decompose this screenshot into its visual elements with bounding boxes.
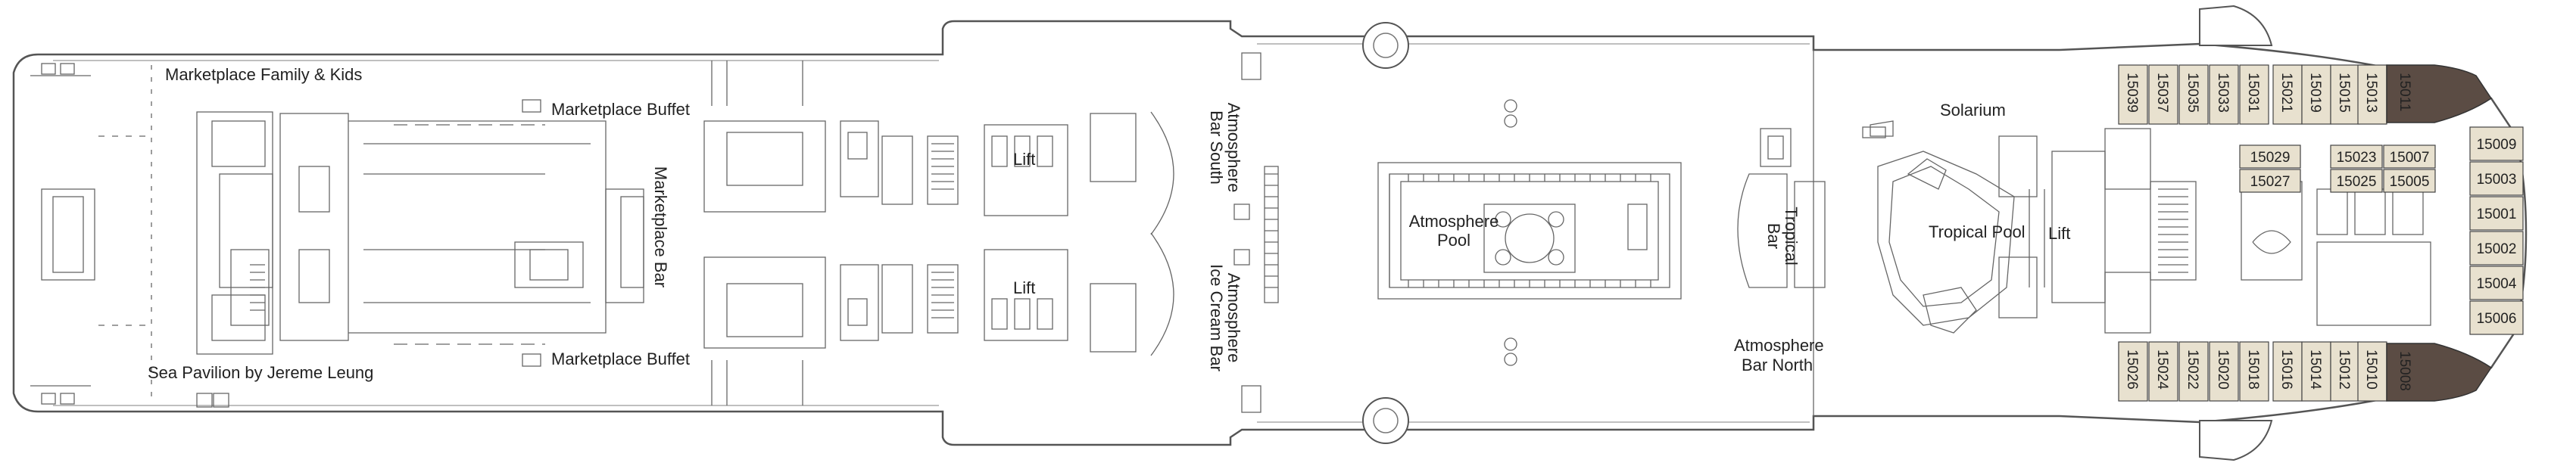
cabin-number: 15031 [2245, 73, 2261, 113]
label-marketplace-buffet-top: Marketplace Buffet [551, 100, 690, 119]
cabin-number: 15023 [2337, 150, 2377, 166]
marketplace-interior [196, 99, 644, 408]
cabin-15026[interactable] [2118, 341, 2148, 402]
cabin-number: 15026 [2124, 350, 2140, 390]
cabin-15023[interactable] [2330, 144, 2383, 169]
label-lift-aft: Lift [2048, 224, 2070, 243]
label-atmosphere-bar-north-1: Atmosphere [1734, 336, 1824, 355]
label-marketplace-family-kids: Marketplace Family & Kids [165, 65, 362, 84]
label-tropical-bar-1: Tropical [1782, 207, 1801, 265]
outer-deck-line [53, 43, 1810, 423]
cabin-number: 15006 [2477, 311, 2517, 327]
cabin-15035[interactable] [2178, 64, 2209, 125]
label-atmosphere-bar-south-2: Bar South [1207, 110, 1226, 185]
cabin-number: 15018 [2245, 350, 2261, 390]
aft-area [30, 63, 152, 405]
cabins-bow-column: 15009 15003 15001 15002 15004 15006 [2469, 126, 2524, 335]
cabins-inner-block: 15029 15027 15023 15025 15007 15005 [2239, 144, 2436, 193]
cabin-number: 15024 [2154, 350, 2170, 390]
cabin-number: 15013 [2363, 73, 2379, 113]
cabin-number: 15016 [2278, 350, 2294, 390]
suite-label-15011: 15011 [2397, 73, 2412, 111]
cabin-number: 15004 [2477, 276, 2517, 292]
cabin-15018[interactable] [2239, 341, 2269, 402]
cabin-15005[interactable] [2383, 169, 2436, 193]
cabin-15022[interactable] [2178, 341, 2209, 402]
cabin-15031[interactable] [2239, 64, 2269, 125]
cabin-number: 15035 [2185, 73, 2200, 113]
label-atmosphere-pool-2: Pool [1437, 231, 1470, 250]
label-atmosphere-ice-cream-1: Atmosphere [1224, 273, 1243, 363]
cabin-number: 15029 [2250, 150, 2291, 166]
cabin-15010[interactable] [2357, 341, 2387, 402]
cabin-number: 15039 [2124, 73, 2140, 113]
label-lift-top: Lift [1013, 150, 1035, 169]
label-tropical-bar-2: Bar [1764, 223, 1783, 249]
label-atmosphere-bar-south-1: Atmosphere [1224, 103, 1243, 193]
bow-tip-upper [2199, 5, 2273, 46]
cabin-15020[interactable] [2209, 341, 2239, 402]
cabin-15003[interactable] [2469, 161, 2524, 196]
suite-15011[interactable] [2386, 64, 2493, 123]
cabin-number: 15002 [2477, 241, 2517, 257]
cabin-15002[interactable] [2469, 231, 2524, 266]
cabin-number: 15019 [2307, 73, 2323, 113]
cabins-top-row: 15039 15037 15035 15033 15031 15021 15019 15015… [2118, 64, 2387, 125]
label-atmosphere-ice-cream-2: Ice Cream Bar [1207, 264, 1226, 371]
label-lift-bottom: Lift [1013, 278, 1035, 297]
cabin-15021[interactable] [2272, 64, 2303, 125]
cabin-number: 15007 [2390, 150, 2430, 166]
cabin-number: 15010 [2363, 350, 2379, 390]
label-marketplace-buffet-bottom: Marketplace Buffet [551, 350, 690, 368]
label-atmosphere-pool-1: Atmosphere [1409, 212, 1499, 231]
cabin-15039[interactable] [2118, 64, 2148, 125]
cabin-15016[interactable] [2272, 341, 2303, 402]
cabin-15012[interactable] [2330, 341, 2360, 402]
cabin-number: 15020 [2215, 350, 2231, 390]
cabin-number: 15003 [2477, 172, 2517, 188]
cabin-15007[interactable] [2383, 144, 2436, 169]
funnel-bottom [1362, 397, 1409, 444]
cabin-number: 15037 [2154, 73, 2170, 113]
cabin-15015[interactable] [2330, 64, 2360, 125]
cabin-number: 15025 [2337, 174, 2377, 190]
cabin-number: 15027 [2250, 174, 2291, 190]
suite-label-15008: 15008 [2397, 351, 2412, 391]
cabin-15033[interactable] [2209, 64, 2239, 125]
suite-15008[interactable] [2386, 343, 2493, 402]
cabin-15019[interactable] [2301, 64, 2331, 125]
cabin-number: 15012 [2336, 350, 2352, 390]
cabin-number: 15005 [2390, 174, 2430, 190]
bow-tip-lower [2199, 420, 2273, 461]
cabin-15014[interactable] [2301, 341, 2331, 402]
funnel-top [1362, 22, 1409, 69]
solarium-area [1737, 50, 2151, 416]
cabin-15037[interactable] [2148, 64, 2178, 125]
cabin-15024[interactable] [2148, 341, 2178, 402]
cabin-number: 15015 [2336, 73, 2352, 113]
cabin-15009[interactable] [2469, 126, 2524, 161]
atmosphere-pool-area [1377, 99, 1682, 366]
label-sea-pavilion: Sea Pavilion by Jereme Leung [148, 363, 373, 382]
label-atmosphere-bar-north-2: Bar North [1742, 356, 1813, 374]
cabin-number: 15021 [2278, 73, 2294, 113]
label-tropical-pool: Tropical Pool [1929, 222, 2026, 241]
label-marketplace-bar: Marketplace Bar [651, 166, 670, 287]
cabin-15001[interactable] [2469, 196, 2524, 231]
cabin-number: 15033 [2215, 73, 2231, 113]
cabin-number: 15014 [2307, 350, 2323, 390]
label-solarium: Solarium [1940, 101, 2006, 120]
cabin-number: 15001 [2477, 207, 2517, 222]
midship-structures [703, 52, 1279, 413]
cabin-15004[interactable] [2469, 266, 2524, 300]
cabin-number: 15009 [2477, 137, 2517, 153]
cabin-15006[interactable] [2469, 300, 2524, 335]
cabins-bottom-row: 15026 15024 15022 15020 15018 15016 15014 15012… [2118, 341, 2387, 402]
cabin-15027[interactable] [2239, 169, 2301, 193]
cabin-15029[interactable] [2239, 144, 2301, 169]
cabin-number: 15022 [2185, 350, 2200, 390]
cabin-15025[interactable] [2330, 169, 2383, 193]
